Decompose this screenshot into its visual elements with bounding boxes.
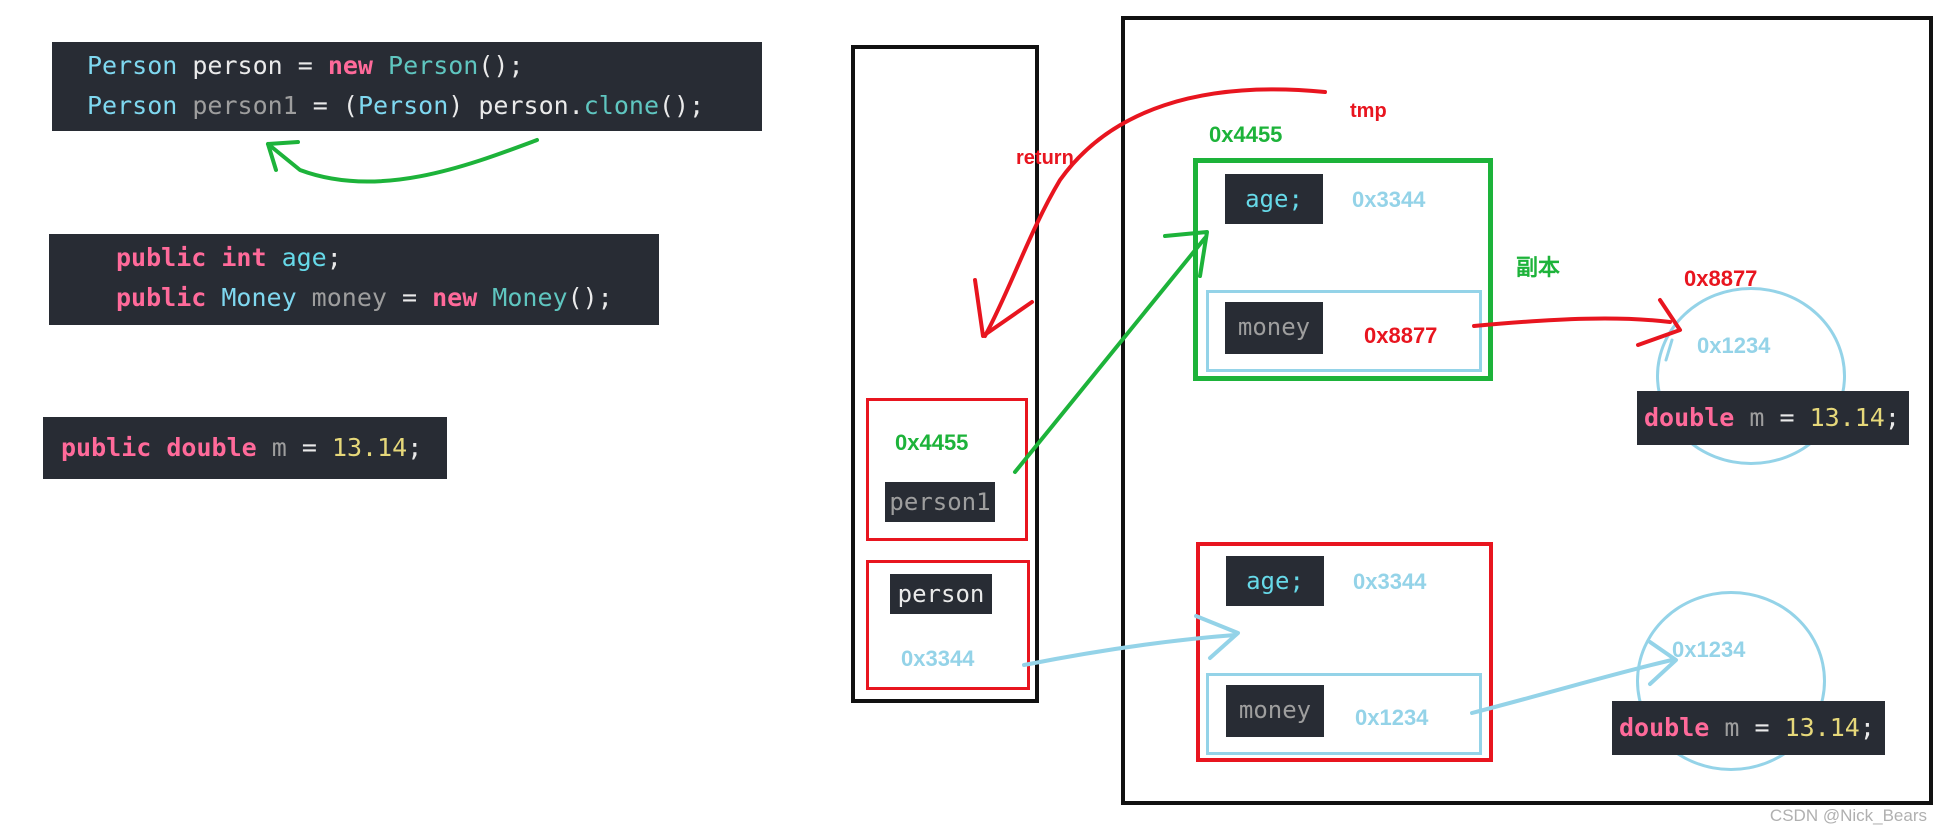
code-token: clone [583,91,659,120]
copy-tag: 副本 [1516,256,1561,281]
code-token: = [286,433,332,462]
code-token: person1 [177,91,298,120]
code-token: m [256,433,287,462]
money-original-code: double m = 13.14; [1612,701,1885,755]
code-token: ) person. [448,91,584,120]
original-money-field-label: money [1226,685,1324,737]
blue-money-arrow [1470,658,1674,715]
stack-frame [851,45,1039,703]
money-original-circle [1636,591,1826,771]
code-token: (); [659,91,705,120]
code-token: m [1709,713,1740,742]
blue-reference-arrow [1022,633,1237,667]
copy-money-field-label: money [1225,302,1323,354]
copy-age-value: 0x3344 [1352,187,1426,212]
red-return-arrowhead [973,278,1034,338]
original-age-value: 0x3344 [1353,569,1427,594]
code-token: Person [357,91,449,120]
person1-address: 0x4455 [895,430,969,455]
code-token: 13.14 [1809,403,1885,432]
code-token: ; [1884,403,1900,432]
original-money-value: 0x1234 [1355,705,1429,730]
original-object-box [1196,542,1493,762]
money-copy-circle [1656,287,1846,465]
money-copy-outer-address: 0x8877 [1684,266,1758,291]
code-line: public Money money = new Money(); [49,278,659,318]
blue-small-arrow [1664,338,1674,362]
code-token: m [1734,403,1765,432]
code-token: age [266,243,327,272]
code-token: = [386,283,433,312]
blue-reference-arrowhead [1194,614,1240,660]
code-line: public int age; [49,238,659,278]
green-reference-arrow [1013,236,1207,474]
person1-variable-label: person1 [885,482,995,522]
code-token: Money [477,283,568,312]
green-reference-arrowhead [1163,230,1209,278]
code-line: public double m = 13.14; [43,417,447,479]
copy-age-field-label: age; [1225,174,1323,224]
copy-object-address: 0x4455 [1209,122,1283,147]
code-token: public [116,243,207,272]
code-token: public double [61,433,257,462]
code-token: Person [372,51,479,80]
watermark: CSDN @Nick_Bears [1769,806,1927,825]
code-token: Money [206,283,297,312]
code-line: Person person1 = (Person) person.clone()… [52,86,762,126]
clone-call-code-block: Person person = new Person(); Person per… [52,42,762,131]
code-token: Person [87,91,178,120]
code-token: double [1619,713,1710,742]
code-token: = [1764,403,1810,432]
blue-money-arrowhead [1648,640,1678,686]
code-token: money [296,283,387,312]
original-money-field-box [1206,673,1482,755]
return-annotation: return [1016,147,1074,169]
money-copy-inner-address: 0x1234 [1697,333,1771,358]
red-money-arrowhead [1636,298,1682,347]
money-copy-code: double m = 13.14; [1637,391,1909,445]
code-token: 13.14 [1784,713,1860,742]
money-original-inner-address: 0x1234 [1672,637,1746,662]
person1-reference-box [866,398,1028,541]
code-token: ; [1859,713,1875,742]
person-variable-label: person [890,574,992,614]
person-fields-code-block: public int age; public Money money = new… [49,234,659,325]
code-token: = ( [297,91,358,120]
code-token: ; [407,433,423,462]
copy-object-box [1193,158,1493,381]
green-curved-arrow [266,138,539,184]
person-address: 0x3344 [901,646,975,671]
code-token: public [116,283,207,312]
code-token: ; [326,243,342,272]
copy-money-field-box [1206,290,1482,372]
code-token: 13.14 [331,433,408,462]
code-token: int [206,243,267,272]
green-arrowhead [266,140,300,172]
person-reference-box [866,560,1030,690]
copy-money-value: 0x8877 [1364,323,1438,348]
heap-frame [1121,16,1933,805]
code-token: double [1644,403,1735,432]
original-age-field-label: age; [1226,556,1324,606]
code-token: person = [177,51,328,80]
red-return-arrow [983,87,1327,338]
code-token: (); [567,283,613,312]
money-field-code-block: public double m = 13.14; [43,417,447,479]
tmp-annotation: tmp [1350,100,1387,122]
code-token: = [1739,713,1785,742]
code-line: Person person = new Person(); [52,46,762,86]
code-token: new [327,51,373,80]
code-token: Person [87,51,178,80]
code-token: new [432,283,478,312]
code-token: (); [478,51,524,80]
red-money-arrow [1472,316,1672,328]
